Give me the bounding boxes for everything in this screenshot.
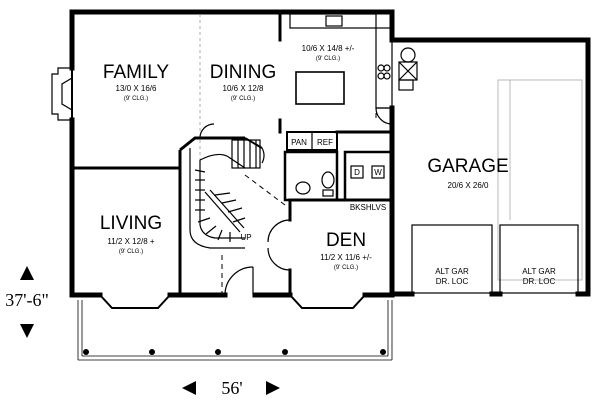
staircase xyxy=(189,139,261,249)
porch xyxy=(77,300,393,361)
doors xyxy=(199,123,291,296)
depth-label: 37'-6" xyxy=(5,290,49,310)
overall-width-dimension: 56' xyxy=(182,378,280,398)
alt-gar-1-line2: DR. LOC xyxy=(436,277,469,286)
family-ceiling: (9' CLG.) xyxy=(124,96,148,102)
dining-ceiling: (9' CLG.) xyxy=(231,96,255,102)
living-name: LIVING xyxy=(100,213,162,234)
powder-room-fixtures xyxy=(295,171,335,197)
room-dining: DINING 10/6 X 12/8 (9' CLG.) xyxy=(210,62,277,102)
width-label: 56' xyxy=(221,378,242,398)
kitchen-fixtures xyxy=(289,13,393,125)
den-name: DEN xyxy=(326,230,366,251)
arrow-down-icon xyxy=(20,324,34,338)
arrow-up-icon xyxy=(20,266,34,280)
pantry-label: PAN xyxy=(291,138,307,147)
alt-gar-1-line1: ALT GAR xyxy=(435,267,469,276)
dining-name: DINING xyxy=(210,62,277,83)
room-garage: GARAGE 20/6 X 26/0 xyxy=(427,156,508,190)
fireplace xyxy=(51,67,73,121)
room-kitchen: 10/6 X 14/8 +/- (9' CLG.) xyxy=(302,44,355,62)
family-dims: 13/0 X 16/6 xyxy=(116,84,157,93)
kitchen-dims: 10/6 X 14/8 +/- xyxy=(302,44,355,53)
arrow-left-icon xyxy=(182,381,196,395)
arrow-right-icon xyxy=(266,381,280,395)
dryer-label: D xyxy=(354,168,360,177)
living-ceiling: (9' CLG.) xyxy=(119,249,143,255)
bay-windows xyxy=(99,294,366,309)
living-dims: 11/2 X 12/8 + xyxy=(107,237,155,246)
garage-fixtures xyxy=(398,47,583,294)
family-name: FAMILY xyxy=(103,62,169,83)
den-ceiling: (9' CLG.) xyxy=(334,265,358,271)
room-family: FAMILY 13/0 X 16/6 (9' CLG.) xyxy=(103,62,169,102)
room-living: LIVING 11/2 X 12/8 + (9' CLG.) xyxy=(100,213,162,255)
exterior-walls xyxy=(69,9,591,298)
den-dims: 11/2 X 11/6 +/- xyxy=(320,253,372,262)
ref-label: REF xyxy=(317,138,333,147)
alt-gar-2-line1: ALT GAR xyxy=(522,267,556,276)
alt-gar-2-line2: DR. LOC xyxy=(523,277,556,286)
stair-up-label: UP xyxy=(240,233,251,242)
dryer xyxy=(350,165,364,179)
dining-dims: 10/6 X 12/8 xyxy=(223,84,264,93)
washer xyxy=(371,165,385,179)
garage-dims: 20/6 X 26/0 xyxy=(448,181,489,190)
bookshelves-label: BKSHLVS xyxy=(350,203,386,212)
overall-depth-dimension: 37'-6" xyxy=(5,266,49,338)
garage-name: GARAGE xyxy=(427,156,508,177)
room-den: DEN 11/2 X 11/6 +/- (9' CLG.) xyxy=(320,230,372,271)
washer-label: W xyxy=(374,168,382,177)
interior-walls xyxy=(70,10,394,297)
kitchen-ceiling: (9' CLG.) xyxy=(316,56,340,62)
